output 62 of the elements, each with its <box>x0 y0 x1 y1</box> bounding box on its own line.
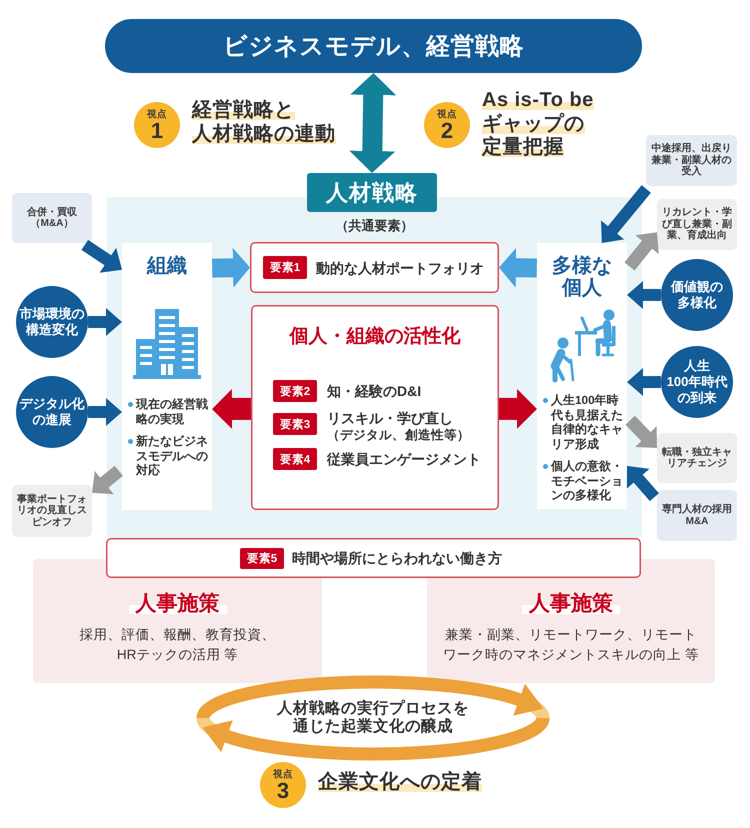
bullet-item: 人生100年時代も見据えた自律的なキャリア形成 <box>542 393 625 451</box>
element-text: （デジタル、創造性等） <box>327 427 470 443</box>
element-text: 動的な人材ポートフォリオ <box>316 258 484 276</box>
cycle-text: 人材戦略の実行プロセスを通じた起業文化の醸成 <box>276 700 470 736</box>
bullet-item: 現在の経営戦略の実現 <box>127 397 210 426</box>
note-box: リカレント・学び直し兼業・副業、育成出向 <box>657 199 737 250</box>
viewpoint-badge <box>424 102 470 148</box>
column-panel <box>537 243 627 509</box>
element-badge: 要素2 <box>273 380 317 402</box>
title-banner: ビジネスモデル、経営戦略 <box>105 19 642 73</box>
note-box: 専門人材の採用M&A <box>657 490 737 541</box>
element-text: 知・経験のD&I <box>327 382 422 400</box>
arrow <box>88 398 122 426</box>
arrow <box>212 248 250 288</box>
panel-subtitle: （共通要素） <box>336 218 414 234</box>
factor-circle: 市場環境の構造変化 <box>16 286 88 358</box>
viewpoint-badge <box>134 102 180 148</box>
viewpoint-title: 企業文化への定着 <box>318 771 482 794</box>
viewpoint-title: 経営戦略と人材戦略の連動 <box>192 99 336 146</box>
double-arrow <box>349 72 396 174</box>
factor-circle: デジタル化の進展 <box>16 376 88 448</box>
policy-heading: 人事施策 <box>128 592 226 615</box>
bullet-item: 個人の意欲・モチベーションの多様化 <box>542 459 625 502</box>
column-panel <box>122 243 212 510</box>
policy-text: 採用、評価、報酬、教育投資、HRテックの活用 等 <box>78 626 276 664</box>
policy-heading: 人事施策 <box>522 592 620 615</box>
element-text: 従業員エンゲージメント <box>327 450 481 468</box>
viewpoint-badge <box>260 762 306 808</box>
arrow <box>212 389 252 429</box>
element-panel <box>251 305 499 510</box>
element-box <box>106 538 641 578</box>
column-title: 多様な個人 <box>551 255 613 299</box>
arrow <box>626 280 662 309</box>
arrow <box>626 368 662 396</box>
bullet-item: 新たなビジネスモデルへの対応 <box>127 434 210 478</box>
column-title: 組織 <box>147 255 187 277</box>
element-badge: 要素5 <box>240 548 284 569</box>
arrow <box>498 388 538 429</box>
note-box: 転職・独立キャリアチェンジ <box>657 433 737 483</box>
element-text: リスキル・学び直し <box>327 409 453 427</box>
note-box: 中途採用、出戻り兼業・副業人材の受入 <box>646 135 737 186</box>
factor-circle: 人生100年時代の到来 <box>661 346 733 418</box>
panel-heading: 個人・組織の活性化 <box>290 325 460 349</box>
section-tab: 人材戦略 <box>307 173 437 212</box>
viewpoint-title: As is-To be ギャップの定量把握 <box>482 89 595 160</box>
element-text: 時間や場所にとらわれない働き方 <box>292 549 502 567</box>
element-box <box>250 242 499 293</box>
note-box: 合併・買収（M&A） <box>12 193 92 243</box>
note-box: 事業ポートフォリオの見直しスピンオフ <box>12 485 92 537</box>
element-badge: 要素1 <box>263 256 307 279</box>
factor-circle: 価値観の多様化 <box>661 259 733 331</box>
policy-text: 兼業・副業、リモートワーク、リモートワーク時のマネジメントスキルの向上 等 <box>442 626 700 664</box>
viewpoint-label: 視点 <box>273 768 293 780</box>
viewpoint-label: 視点 <box>147 108 167 120</box>
arrow <box>498 248 538 288</box>
viewpoint-number: 1 <box>150 120 164 142</box>
element-badge: 要素4 <box>273 448 317 470</box>
viewpoint-label: 視点 <box>437 108 457 120</box>
viewpoint-number: 3 <box>276 780 290 802</box>
arrow <box>88 308 122 336</box>
viewpoint-number: 2 <box>440 120 454 142</box>
element-badge: 要素3 <box>273 413 317 435</box>
